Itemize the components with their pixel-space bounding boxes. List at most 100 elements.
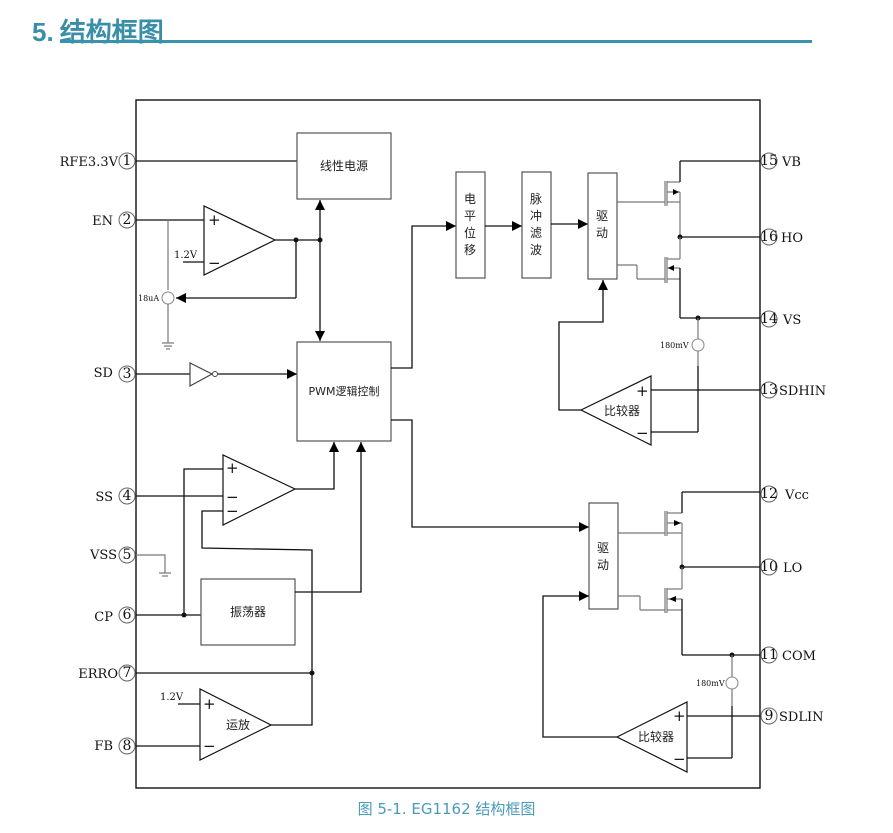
- pin-14: 14 VS: [760, 310, 801, 328]
- pin-2-label: EN: [92, 214, 113, 229]
- low-comparator-minus: −: [673, 750, 686, 768]
- pin-10-label: LO: [783, 561, 802, 576]
- pulse-filter-char-4: 波: [530, 243, 542, 257]
- pin-10-number: 10: [760, 559, 778, 575]
- pulse-filter-block: [521, 171, 552, 279]
- linear-power-block: [296, 132, 392, 200]
- pin-12: 12 Vcc: [760, 485, 809, 503]
- offset-high-label: 180mV: [660, 341, 689, 350]
- pin-9: 9 SDLIN: [760, 707, 823, 725]
- pin-8-number: 8: [123, 738, 132, 754]
- high-comparator: [579, 375, 652, 446]
- pwm-logic-label: PWM逻辑控制: [308, 384, 379, 398]
- pulse-filter-char-3: 滤: [530, 226, 542, 240]
- pin-1-label: RFE3.3V: [60, 155, 119, 170]
- low-comparator: [615, 701, 688, 773]
- pin-6-label: CP: [94, 610, 113, 625]
- en-comparator: [203, 205, 277, 276]
- arrow-comparator-to-high-driver: [558, 280, 608, 411]
- ss-comparator-minus-2: −: [226, 502, 239, 520]
- pin-12-label: Vcc: [784, 488, 809, 503]
- high-driver-char-1: 驱: [596, 209, 608, 223]
- pin-4: SS 4: [95, 487, 136, 505]
- wire-ss-minus-erro: [201, 510, 313, 673]
- pin-9-label: SDLIN: [779, 710, 823, 725]
- level-shift-block: [455, 171, 486, 279]
- pin-11-number: 11: [760, 647, 778, 663]
- pin-5: VSS 5: [89, 546, 136, 564]
- pin-8: FB 8: [94, 737, 136, 755]
- level-shift-char-4: 移: [464, 243, 476, 257]
- voltage-source-icon: [725, 676, 739, 690]
- opamp-label: 运放: [226, 717, 250, 732]
- high-comparator-label: 比较器: [604, 403, 640, 418]
- pin-1-number: 1: [123, 153, 132, 169]
- pin-3-label: SD: [94, 366, 113, 381]
- heading-underline: [60, 40, 812, 43]
- error-opamp: [199, 688, 273, 761]
- opamp-minus: −: [203, 737, 216, 755]
- pin-11-label: COM: [782, 649, 816, 664]
- wire-opamp-out: [271, 673, 313, 726]
- offset-low-label: 180mV: [696, 679, 725, 688]
- wire-pwm-to-low-driver: [391, 419, 589, 532]
- pin-16-label: HO: [781, 231, 803, 246]
- pin-16: 16 HO: [760, 228, 803, 246]
- en-comparator-minus: −: [208, 254, 221, 272]
- pin-4-number: 4: [123, 488, 132, 504]
- wire-ss-plus-cp: [183, 468, 223, 615]
- pin-3-number: 3: [123, 366, 132, 382]
- low-driver-block: [588, 502, 619, 610]
- pulse-filter-char-2: 冲: [530, 208, 542, 223]
- pin-11: 11 COM: [760, 646, 816, 664]
- pin-6: CP 6: [94, 606, 136, 625]
- pin-15-number: 15: [760, 153, 778, 169]
- pin-14-label: VS: [782, 313, 801, 328]
- pin-15: 15 VB: [760, 152, 801, 170]
- level-shift-char-3: 位: [464, 225, 476, 240]
- pwm-logic-block: [296, 341, 392, 442]
- arrow-comparator-to-low-driver: [542, 591, 617, 738]
- pin-7: ERRO 7: [78, 664, 136, 682]
- pulse-filter-char-1: 脉: [530, 191, 542, 206]
- sd-inverter: [189, 362, 214, 388]
- pin-6-number: 6: [123, 607, 132, 623]
- chip-outline: [135, 99, 761, 789]
- pin-15-label: VB: [781, 155, 801, 170]
- pin-16-number: 16: [760, 229, 778, 245]
- en-ref-label: 1.2V: [174, 250, 198, 261]
- pin-2: EN 2: [92, 211, 136, 229]
- pin-10: 10 LO: [760, 558, 802, 576]
- level-shift-char-2: 平: [464, 209, 476, 223]
- ss-comparator-minus-1: −: [226, 488, 239, 506]
- pin-7-label: ERRO: [78, 667, 118, 682]
- high-comparator-minus: −: [636, 424, 649, 442]
- junction: [181, 612, 187, 618]
- en-comparator-plus: +: [208, 211, 221, 229]
- high-comparator-plus: +: [636, 382, 649, 400]
- low-comparator-label: 比较器: [638, 729, 674, 744]
- wire-vss: [136, 554, 166, 573]
- pin-3: SD 3: [94, 365, 136, 383]
- voltage-source-icon: [691, 338, 705, 352]
- opamp-plus: +: [203, 695, 216, 713]
- current-source-label: 18uA: [138, 294, 159, 303]
- ground-icon: [159, 572, 171, 577]
- pin-5-label: VSS: [89, 548, 117, 563]
- pin-4-label: SS: [95, 490, 113, 505]
- low-driver-char-1: 驱: [597, 541, 609, 555]
- high-side-mosfets: [617, 160, 760, 319]
- high-driver-block: [587, 172, 618, 280]
- low-comparator-plus: +: [673, 707, 686, 725]
- wire-pwm-to-level-shift: [391, 221, 456, 369]
- high-driver-char-2: 动: [596, 226, 608, 240]
- ss-comparator-plus: +: [226, 459, 239, 477]
- pin-13: 13 SDHIN: [760, 381, 826, 399]
- arrow-ss-to-pwm: [295, 442, 339, 490]
- pin-12-number: 12: [760, 486, 778, 502]
- pin-2-number: 2: [123, 212, 132, 228]
- pin-14-number: 14: [760, 311, 778, 327]
- pin-1: RFE3.3V 1: [60, 152, 136, 170]
- linear-power-label: 线性电源: [320, 159, 368, 173]
